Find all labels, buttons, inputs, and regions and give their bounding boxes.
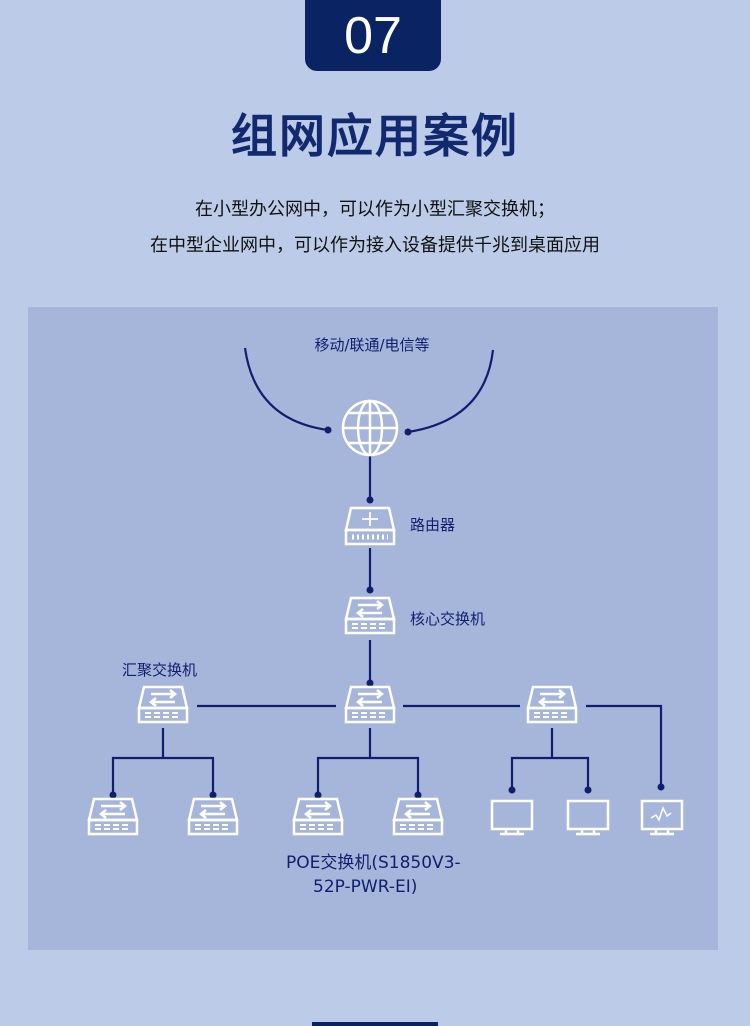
internet-globe-icon xyxy=(341,399,399,457)
router-icon xyxy=(344,506,396,546)
aggregation-switch-label: 汇聚交换机 xyxy=(122,661,197,679)
poe-switch-icon xyxy=(87,797,139,836)
switch-icon xyxy=(344,685,396,724)
section-number-badge: 07 xyxy=(305,0,441,71)
subtitle-line-1: 在小型办公网中，可以作为小型汇聚交换机； xyxy=(195,199,555,220)
connection-lines xyxy=(111,347,663,795)
desktop-monitor-icon xyxy=(566,799,610,836)
poe-switch-icon xyxy=(292,797,344,836)
subtitle-line-2: 在中型企业网中，可以作为接入设备提供千兆到桌面应用 xyxy=(150,235,600,256)
switch-icon xyxy=(526,685,578,724)
poe-switch-label-line1: POE交换机(S1850V3- xyxy=(286,853,461,873)
poe-switch-icon xyxy=(392,797,444,836)
poe-switch-icon xyxy=(187,797,239,836)
isp-label: 移动/联通/电信等 xyxy=(314,336,429,354)
router-label: 路由器 xyxy=(410,516,455,534)
page-title: 组网应用案例 xyxy=(231,109,519,163)
poe-switch-label-line2: 52P-PWR-EI) xyxy=(313,877,417,897)
aggregation-switch-icon xyxy=(137,685,189,724)
core-switch-label: 核心交换机 xyxy=(410,610,485,628)
bottom-divider xyxy=(312,1022,438,1026)
monitoring-display-icon xyxy=(640,799,684,836)
desktop-monitor-icon xyxy=(490,799,534,836)
core-switch-icon xyxy=(344,596,396,635)
